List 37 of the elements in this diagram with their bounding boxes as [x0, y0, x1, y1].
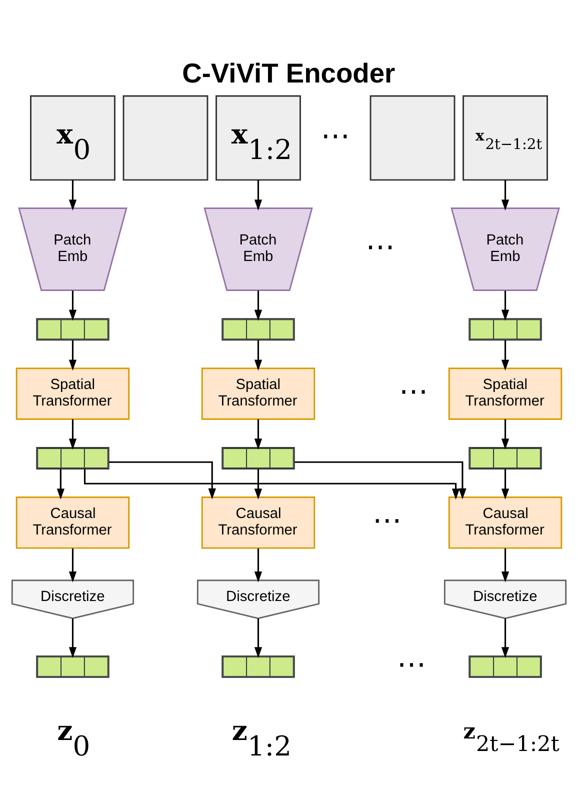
node-box: Spatial Transformer	[16, 367, 130, 420]
node-box: Spatial Transformer	[448, 367, 562, 420]
label: ⋯	[396, 646, 426, 681]
arrow	[501, 468, 510, 500]
arrow	[501, 548, 510, 582]
label: ⋯	[398, 374, 428, 408]
arrow	[56, 468, 65, 500]
label: ⋯	[372, 502, 402, 536]
arrow	[254, 340, 262, 370]
arrow	[254, 468, 262, 500]
arrow	[254, 180, 262, 210]
node-box: Causal Transformer	[201, 496, 316, 548]
label: ⋯	[366, 229, 395, 264]
arrow	[501, 340, 510, 370]
node-box	[122, 94, 208, 180]
arrow	[68, 548, 77, 582]
node-box	[370, 94, 456, 180]
arrow	[108, 460, 216, 499]
arrow	[68, 290, 77, 320]
arrow	[294, 460, 466, 499]
arrow	[501, 418, 510, 450]
arrow	[68, 618, 77, 658]
node-box: Causal Transformer	[448, 496, 562, 548]
diagram-title: C-ViViT Encoder	[182, 57, 396, 88]
label: ⋯	[320, 118, 350, 152]
arrow	[501, 180, 510, 210]
arrow	[254, 418, 262, 450]
arrow	[68, 418, 77, 450]
arrow	[501, 290, 510, 320]
node-box: Causal Transformer	[16, 496, 130, 548]
arrow	[254, 290, 262, 320]
node-box: Spatial Transformer	[201, 367, 316, 420]
arrow	[501, 618, 510, 658]
arrow	[254, 618, 262, 658]
arrow	[68, 340, 77, 370]
arrow	[254, 548, 262, 582]
arrow	[68, 180, 77, 210]
